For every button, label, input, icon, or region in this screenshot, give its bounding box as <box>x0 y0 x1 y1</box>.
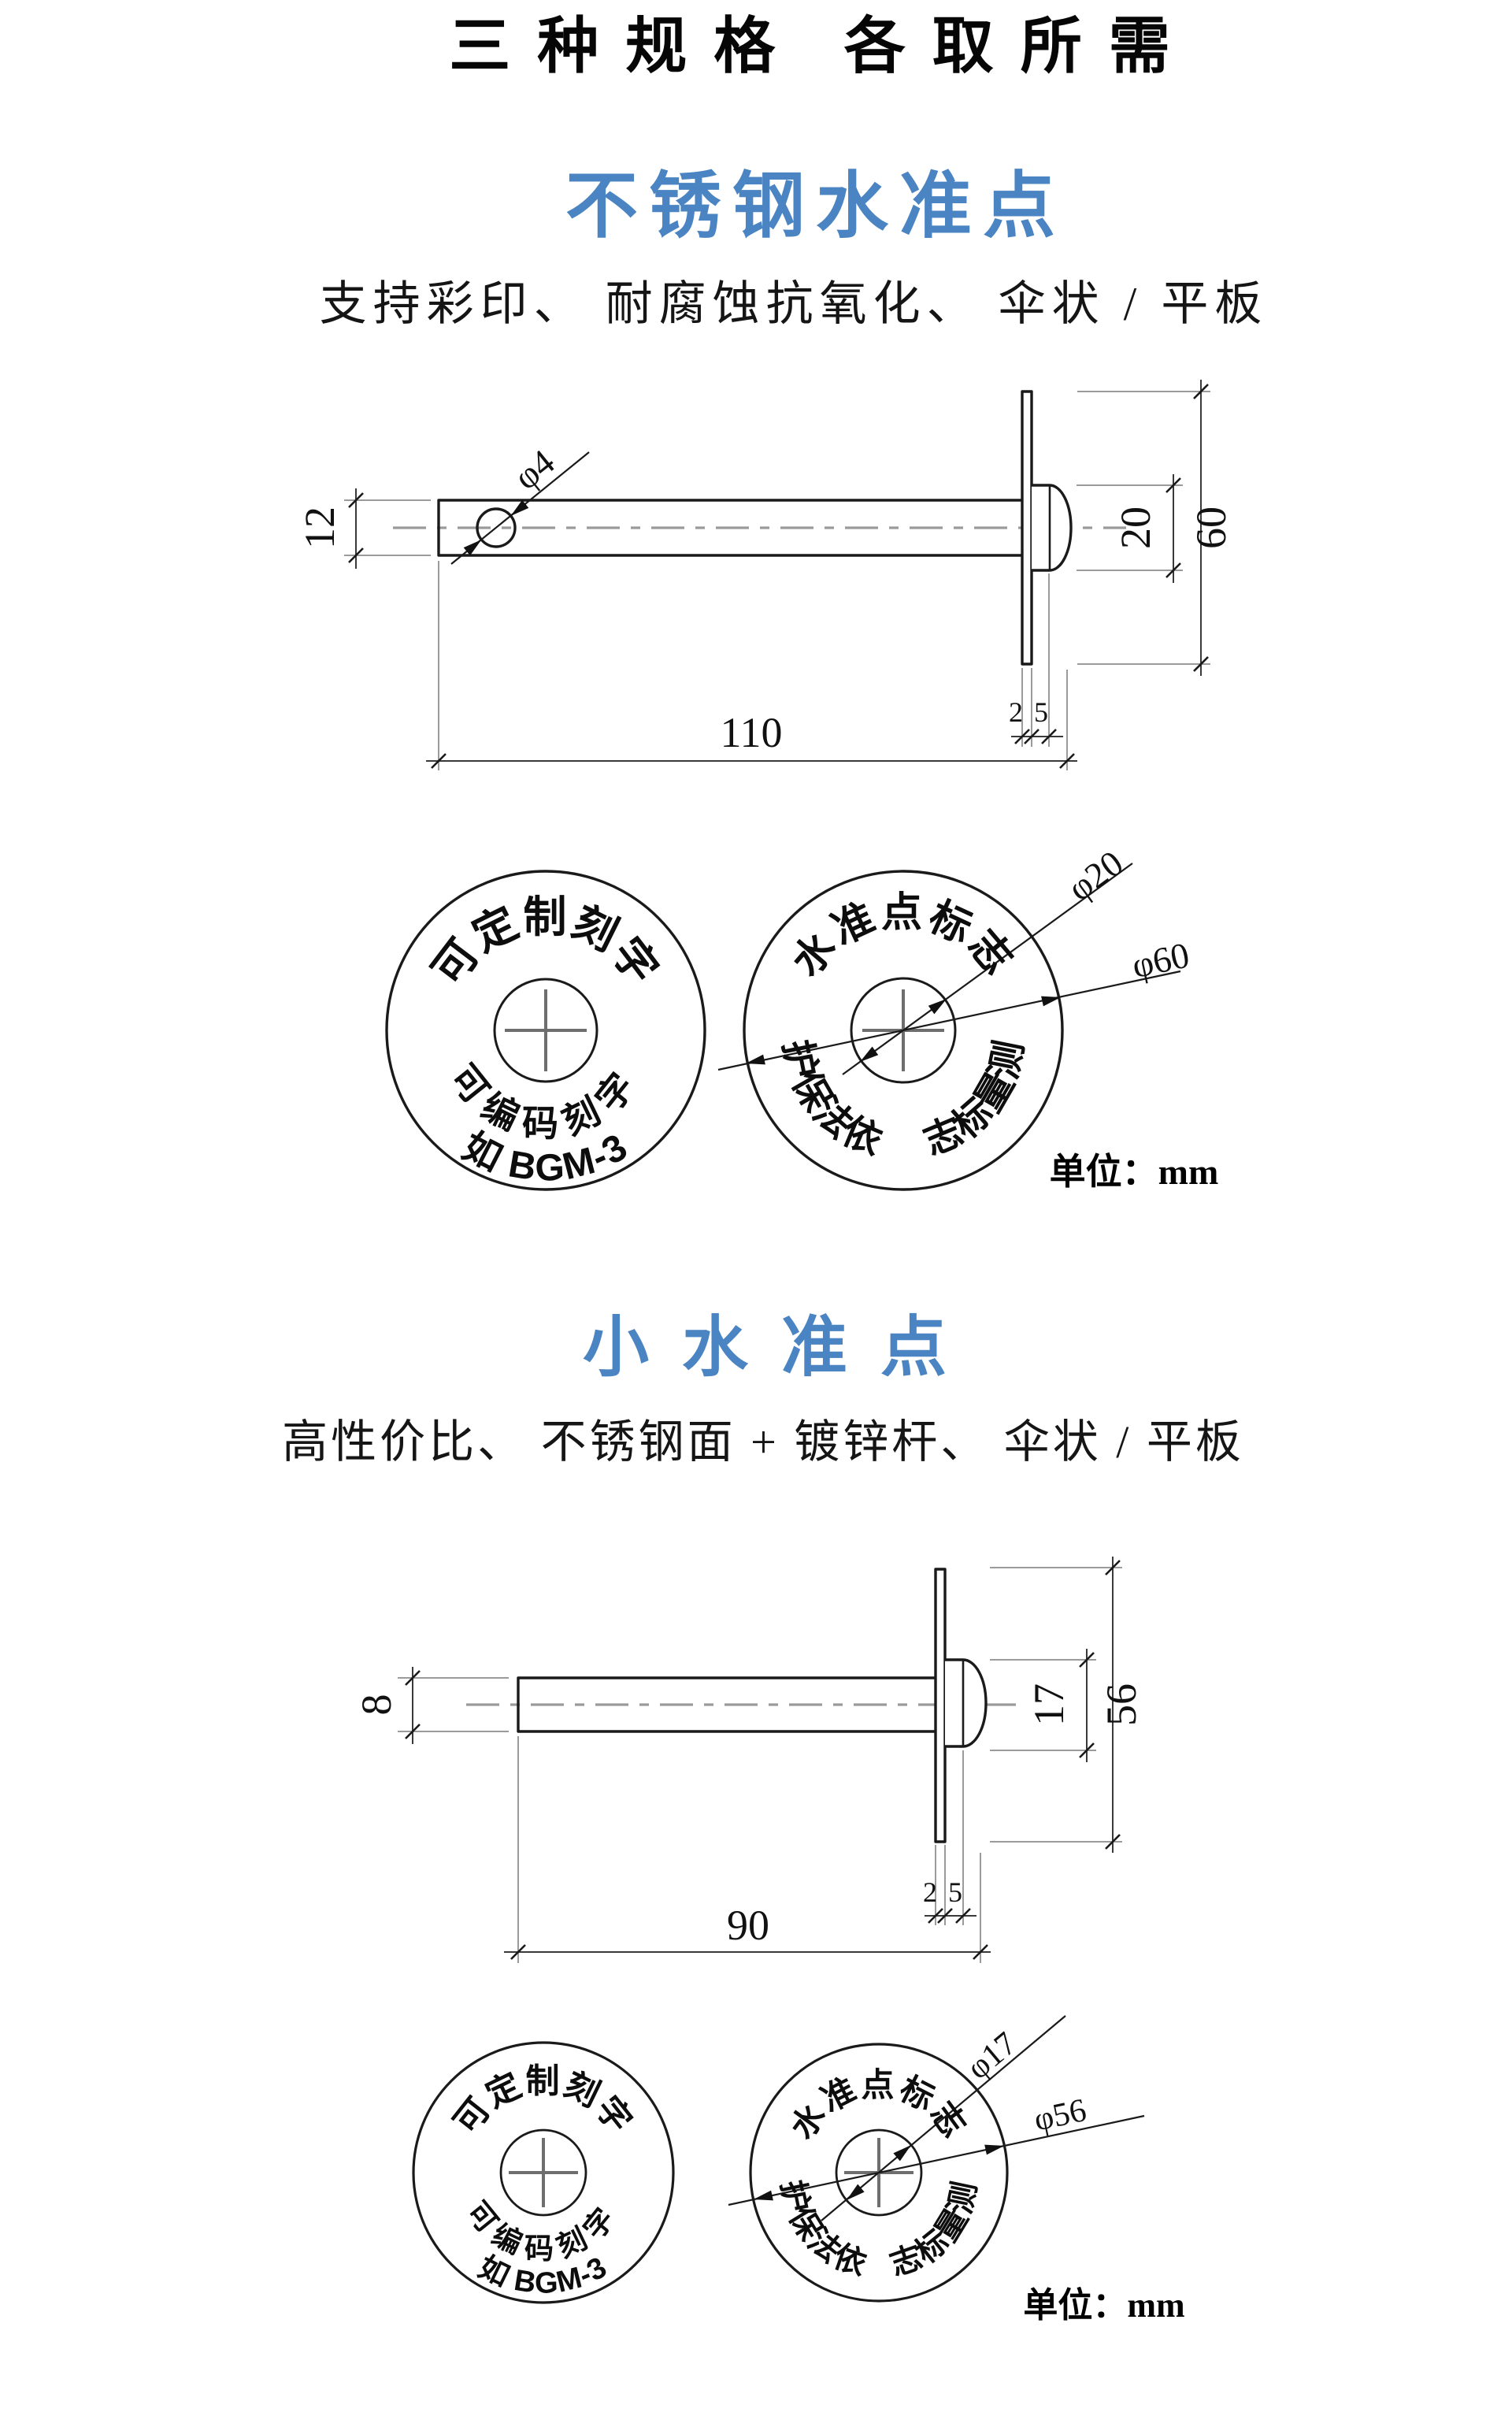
disc-plate-edge <box>1021 390 1033 666</box>
extension-lines <box>344 391 1210 770</box>
dim-boss-depth: 5 <box>948 1876 962 1908</box>
dimension-ticks <box>405 1560 1121 1960</box>
figure2-disc-mark: 水准点标志 护保法依 志标量测 φ17 φ56 <box>728 2015 1145 2303</box>
crosshair <box>509 2138 578 2207</box>
figure1-disc-custom: 可定制刻字 可编码刻字 如 BGM-3 <box>385 870 706 1191</box>
outer-circle <box>743 870 1064 1191</box>
dimension-ticks <box>348 384 1209 769</box>
dim-inner-diameter: φ17 <box>960 2025 1023 2087</box>
dim-rod-length: 90 <box>727 1902 769 1949</box>
outer-circle <box>385 870 706 1191</box>
dim-rod-height: 12 <box>296 507 343 549</box>
unit-label-1: 单位：mm <box>1050 1152 1219 1192</box>
dim-outer-diameter: φ56 <box>1031 2092 1089 2139</box>
dim-disc-thickness: 2 <box>1009 696 1023 728</box>
diameter-leader-lines <box>717 863 1181 1075</box>
dimension-lines <box>355 380 1202 762</box>
dim-boss-depth: 5 <box>1034 696 1048 728</box>
section2-subtitle: 高性价比、 不锈钢面 + 镀锌杆、 伞状 / 平板 <box>282 1416 1244 1468</box>
unit-label-2: 单位：mm <box>1023 2286 1184 2325</box>
inner-circle <box>850 977 957 1084</box>
inner-circle <box>835 2128 923 2217</box>
dim-rod-height: 8 <box>353 1694 400 1716</box>
arc-text-mark-top: 水准点标志 <box>784 2066 975 2146</box>
disc-plate-edge <box>934 1568 947 1843</box>
diameter-leader-lines <box>728 2015 1145 2221</box>
extension-lines <box>398 1567 1122 1963</box>
arc-text-mark-top: 水准点标志 <box>784 890 1023 985</box>
page-title: 三种规格 各取所需 <box>449 12 1197 80</box>
dim-outer-diameter: φ60 <box>1128 934 1193 985</box>
boss-dome <box>945 1658 988 1748</box>
dim-inner-diameter: φ20 <box>1061 843 1131 909</box>
dim-disc-diameter: 60 <box>1188 507 1235 549</box>
dim-boss-height: 20 <box>1112 507 1159 549</box>
hole-leader-arrows <box>463 499 529 556</box>
crosshair <box>505 989 587 1071</box>
dim-disc-diameter: 56 <box>1098 1683 1145 1726</box>
figure2-side-view: 8 90 2 5 17 56 <box>353 1557 1145 1963</box>
figure2-disc-custom: 可定制刻字 可编码刻字 如 BGM-3 <box>412 2041 675 2304</box>
section1-subtitle: 支持彩印、 耐腐蚀抗氧化、 伞状 / 平板 <box>319 278 1269 330</box>
arc-text-survey-mark: 志标量测 <box>886 2177 984 2283</box>
dim-hole-diameter: φ4 <box>506 442 562 498</box>
outer-circle <box>412 2041 675 2304</box>
inner-circle <box>493 978 598 1083</box>
section1-heading: 不锈钢水准点 <box>565 166 1067 247</box>
section2-heading: 小水准点 <box>582 1310 980 1384</box>
boss-dome <box>1032 484 1073 572</box>
outer-circle <box>749 2043 1009 2303</box>
rod-outline <box>437 499 1022 557</box>
dim-rod-length: 110 <box>721 709 783 756</box>
rod-outline <box>517 1676 936 1733</box>
figure1-disc-mark: 水准点标志 护保法依 志标量测 φ20 φ60 <box>717 843 1193 1191</box>
rod-hole <box>476 507 517 548</box>
figure1-side-view: 12 φ4 110 2 5 20 60 <box>296 380 1235 770</box>
dim-boss-height: 17 <box>1025 1683 1073 1726</box>
dimension-lines <box>412 1557 1114 1953</box>
inner-circle <box>499 2128 587 2217</box>
dim-disc-thickness: 2 <box>923 1876 937 1908</box>
